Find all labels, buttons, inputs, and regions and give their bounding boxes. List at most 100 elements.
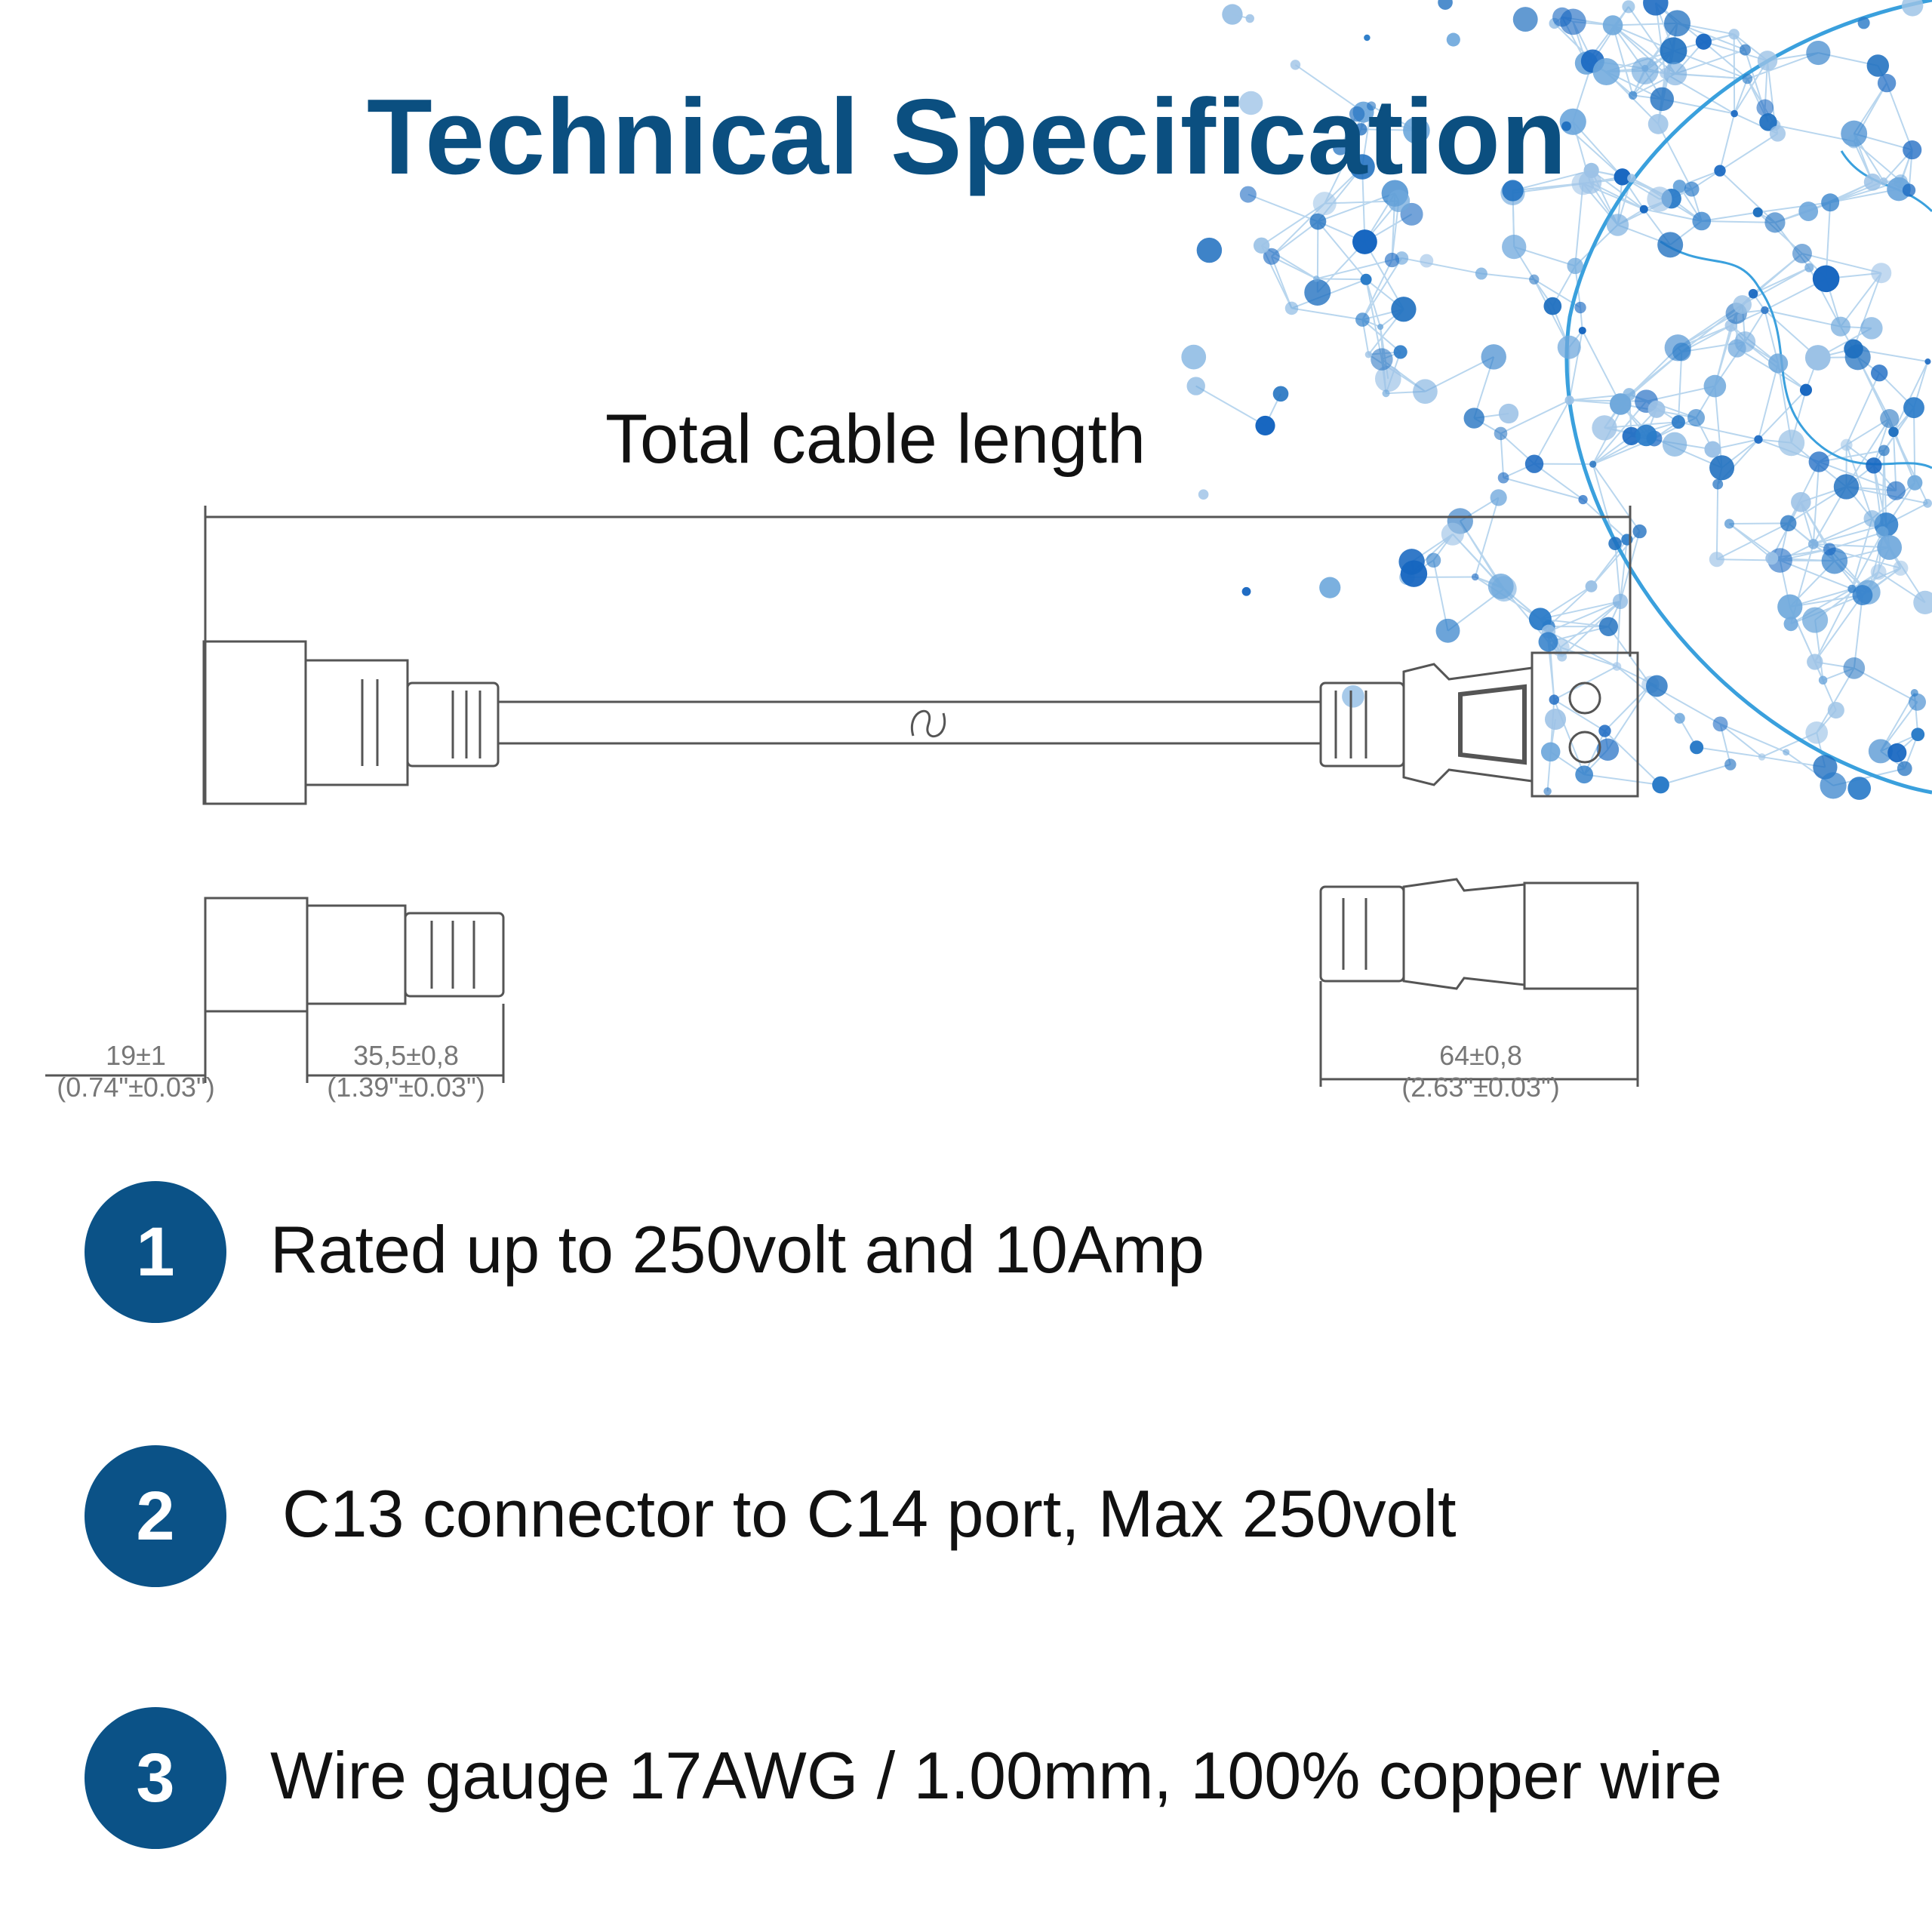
- network-dot: [1684, 181, 1700, 197]
- network-dot: [1502, 234, 1527, 260]
- network-dot: [1888, 426, 1899, 438]
- network-link: [1850, 532, 1884, 589]
- network-dot: [1780, 515, 1797, 532]
- network-link: [1752, 266, 1810, 295]
- network-dot: [1255, 415, 1275, 436]
- network-dot: [1196, 237, 1223, 263]
- dimension-label-64: 64±0,8 (2.63"±0.03"): [1401, 1040, 1559, 1103]
- network-dot: [1704, 441, 1721, 458]
- network-link: [1607, 684, 1651, 750]
- network-dot: [1730, 109, 1738, 118]
- network-link: [1500, 433, 1505, 478]
- network-dot: [1538, 632, 1558, 652]
- c13-connector-side-view: [204, 897, 505, 1083]
- network-dot: [1312, 192, 1337, 216]
- network-dot: [1911, 728, 1925, 742]
- network-dot: [1592, 415, 1617, 441]
- network-dot: [1398, 549, 1425, 575]
- network-dot: [1578, 494, 1588, 505]
- network-link: [1701, 220, 1775, 223]
- network-dot: [1592, 57, 1620, 85]
- network-dot: [1758, 753, 1766, 761]
- network-dot: [1907, 475, 1923, 491]
- network-dot: [1886, 481, 1906, 500]
- network-dot: [1827, 702, 1844, 719]
- network-dot: [1879, 177, 1888, 186]
- network-link: [1720, 723, 1787, 753]
- network-link: [1853, 140, 1902, 183]
- network-dot: [1540, 742, 1561, 762]
- network-link: [1679, 170, 1721, 187]
- network-link: [1646, 385, 1715, 402]
- network-dot: [1524, 454, 1544, 473]
- spec-number-badge: 2: [85, 1445, 226, 1587]
- network-dot: [1502, 180, 1524, 202]
- network-link: [1481, 272, 1534, 281]
- dimension-metric: 35,5±0,8: [353, 1040, 459, 1071]
- network-dot: [1561, 121, 1571, 131]
- network-dot: [1367, 101, 1377, 111]
- network-dot: [1714, 165, 1726, 177]
- network-dot: [1628, 91, 1638, 100]
- network-dot: [1272, 386, 1289, 402]
- network-link: [1553, 699, 1605, 732]
- network-dot: [1798, 202, 1819, 221]
- network-link: [1364, 242, 1404, 310]
- network-dot: [1487, 573, 1514, 599]
- network-link: [1893, 431, 1916, 484]
- network-dot: [1672, 180, 1687, 193]
- network-dot: [1761, 306, 1769, 315]
- network-dot: [1403, 117, 1430, 144]
- network-dot: [1863, 509, 1881, 528]
- network-link: [1703, 41, 1748, 80]
- page-title: Technical Specification: [367, 77, 1567, 197]
- network-link: [1719, 723, 1763, 758]
- network-dot: [1748, 288, 1758, 299]
- network-dot: [1768, 353, 1789, 374]
- total-cable-length-label: Total cable length: [605, 401, 1146, 478]
- network-dot: [1923, 499, 1932, 508]
- network-dots: [1181, 0, 1932, 800]
- network-dot: [1475, 267, 1487, 280]
- network-dot: [1806, 40, 1831, 66]
- network-dot: [1823, 543, 1836, 556]
- network-dot: [1870, 564, 1887, 580]
- network-dot: [1903, 397, 1924, 419]
- network-link: [1644, 208, 1702, 222]
- network-dot: [1742, 73, 1753, 85]
- network-dot: [1647, 113, 1669, 134]
- network-link: [1758, 389, 1807, 440]
- network-link: [1540, 618, 1609, 628]
- spec-item-3: 3 Wire gauge 17AWG / 1.00mm, 100% copper…: [85, 1707, 1820, 1850]
- network-dot: [1497, 472, 1509, 484]
- network-dot: [1871, 263, 1892, 284]
- network-dot: [1239, 186, 1257, 203]
- network-dot: [1557, 335, 1581, 359]
- network-dot: [1876, 526, 1889, 539]
- network-link: [1660, 764, 1731, 786]
- network-dot: [1574, 301, 1586, 314]
- network-dot: [1734, 331, 1756, 353]
- network-dot: [1769, 125, 1786, 142]
- network-dot: [1759, 113, 1777, 131]
- network-dot: [1843, 657, 1866, 679]
- network-link: [1540, 600, 1621, 620]
- network-link: [1840, 272, 1882, 328]
- network-dot: [1812, 265, 1840, 293]
- network-link: [1620, 539, 1628, 601]
- c14-plug-top-view: [1319, 651, 1639, 798]
- network-dot: [1893, 560, 1909, 576]
- network-dot: [1241, 586, 1251, 596]
- network-dot: [1902, 183, 1916, 197]
- c14-plug-side-view: [1319, 878, 1639, 1087]
- network-dot: [1807, 539, 1819, 549]
- network-dot: [1481, 344, 1506, 370]
- network-dot: [1791, 492, 1811, 512]
- network-link: [1604, 684, 1651, 732]
- network-link: [1854, 667, 1918, 703]
- network-dot: [1805, 721, 1829, 744]
- network-dot: [1764, 212, 1786, 233]
- spec-item-1: 1 Rated up to 250volt and 10Amp: [85, 1181, 1820, 1324]
- network-dot: [1752, 207, 1763, 217]
- network-dot: [1733, 295, 1752, 314]
